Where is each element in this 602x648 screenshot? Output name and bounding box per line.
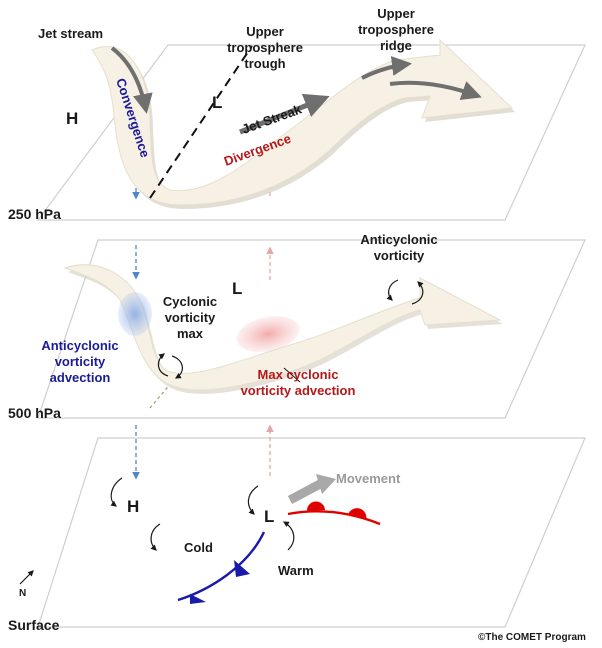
movement-arrow-head [316,474,336,494]
surface-high-label: H [127,497,139,516]
upper-ridge-label-1: Upper [377,6,415,21]
upper-trough-label-1: Upper [246,24,284,39]
anticyclonic-swirl-right [411,281,424,305]
upper-trough-label-3: trough [244,56,285,71]
level-250-label: 250 hPa [8,206,61,222]
max-cyclonic-leader [283,367,301,383]
labels: Jet stream Upper troposphere trough Uppe… [8,6,586,643]
anticyclonic-advection-label-3: advection [50,370,111,385]
vorticity-swirls [157,279,424,383]
jet-streak-arrow [239,93,330,135]
flow-arrow-left [110,46,153,114]
upper-trough-label-2: troposphere [227,40,303,55]
warm-label: Warm [278,563,314,578]
upper-high-label: H [66,109,78,128]
plane-surface [37,437,586,628]
movement-label: Movement [336,471,401,486]
warm-front-bump-2 [348,508,367,520]
anticyclonic-advection-label-2: vorticity [55,354,106,369]
anticyclonic-swirl-left [386,279,399,301]
cold-front-line [177,531,266,602]
cyclonic-max-label-1: Cyclonic [163,294,217,309]
high-swirl-left [110,477,123,507]
max-cyclonic-advection-label-1: Max cyclonic [258,367,339,382]
warm-front-line [287,510,381,526]
cold-label: Cold [184,540,213,555]
cyclonic-swirl-right [171,355,183,379]
jet-stream-label: Jet stream [38,26,103,41]
cold-front-tooth-1 [234,560,250,577]
anticyclonic-vorticity-label-2: vorticity [374,248,425,263]
upper-ridge-label-2: troposphere [358,22,434,37]
upper-jet-stream [91,38,515,209]
cyclonic-max-label-3: max [177,326,204,341]
cold-front-tooth-2 [190,594,206,604]
cyclonic-swirl-left [157,353,169,377]
low-swirl-right [282,521,295,551]
movement-arrow-shaft [287,480,323,504]
trough-axis-line [149,45,253,199]
flow-arrow-ridge-1 [361,56,412,80]
anticyclonic-advection-area [118,292,152,336]
north-arrow-icon [19,570,34,585]
flow-arrow-ridge-2 [389,80,482,101]
cyclonic-advection-area [236,316,300,352]
surface-low-label: L [264,507,274,526]
upper-ridge-label-3: ridge [380,38,412,53]
cyclonic-max-label-2: vorticity [165,310,216,325]
low-swirl-left [247,485,259,515]
warm-front-bump-1 [306,501,325,511]
anticyclonic-vorticity-label-1: Anticyclonic [360,232,437,247]
upper-low-label: L [212,93,222,112]
level-500-label: 500 hPa [8,405,61,421]
mid-low-label: L [232,279,242,298]
anticyclonic-advection-label-1: Anticyclonic [41,338,118,353]
max-cyclonic-advection-label-2: vorticity advection [241,383,356,398]
high-swirl-right [150,523,161,551]
north-label: N [19,588,26,599]
level-surface-label: Surface [8,617,60,633]
surface-features [19,474,381,604]
credit-label: ©The COMET Program [478,632,586,643]
